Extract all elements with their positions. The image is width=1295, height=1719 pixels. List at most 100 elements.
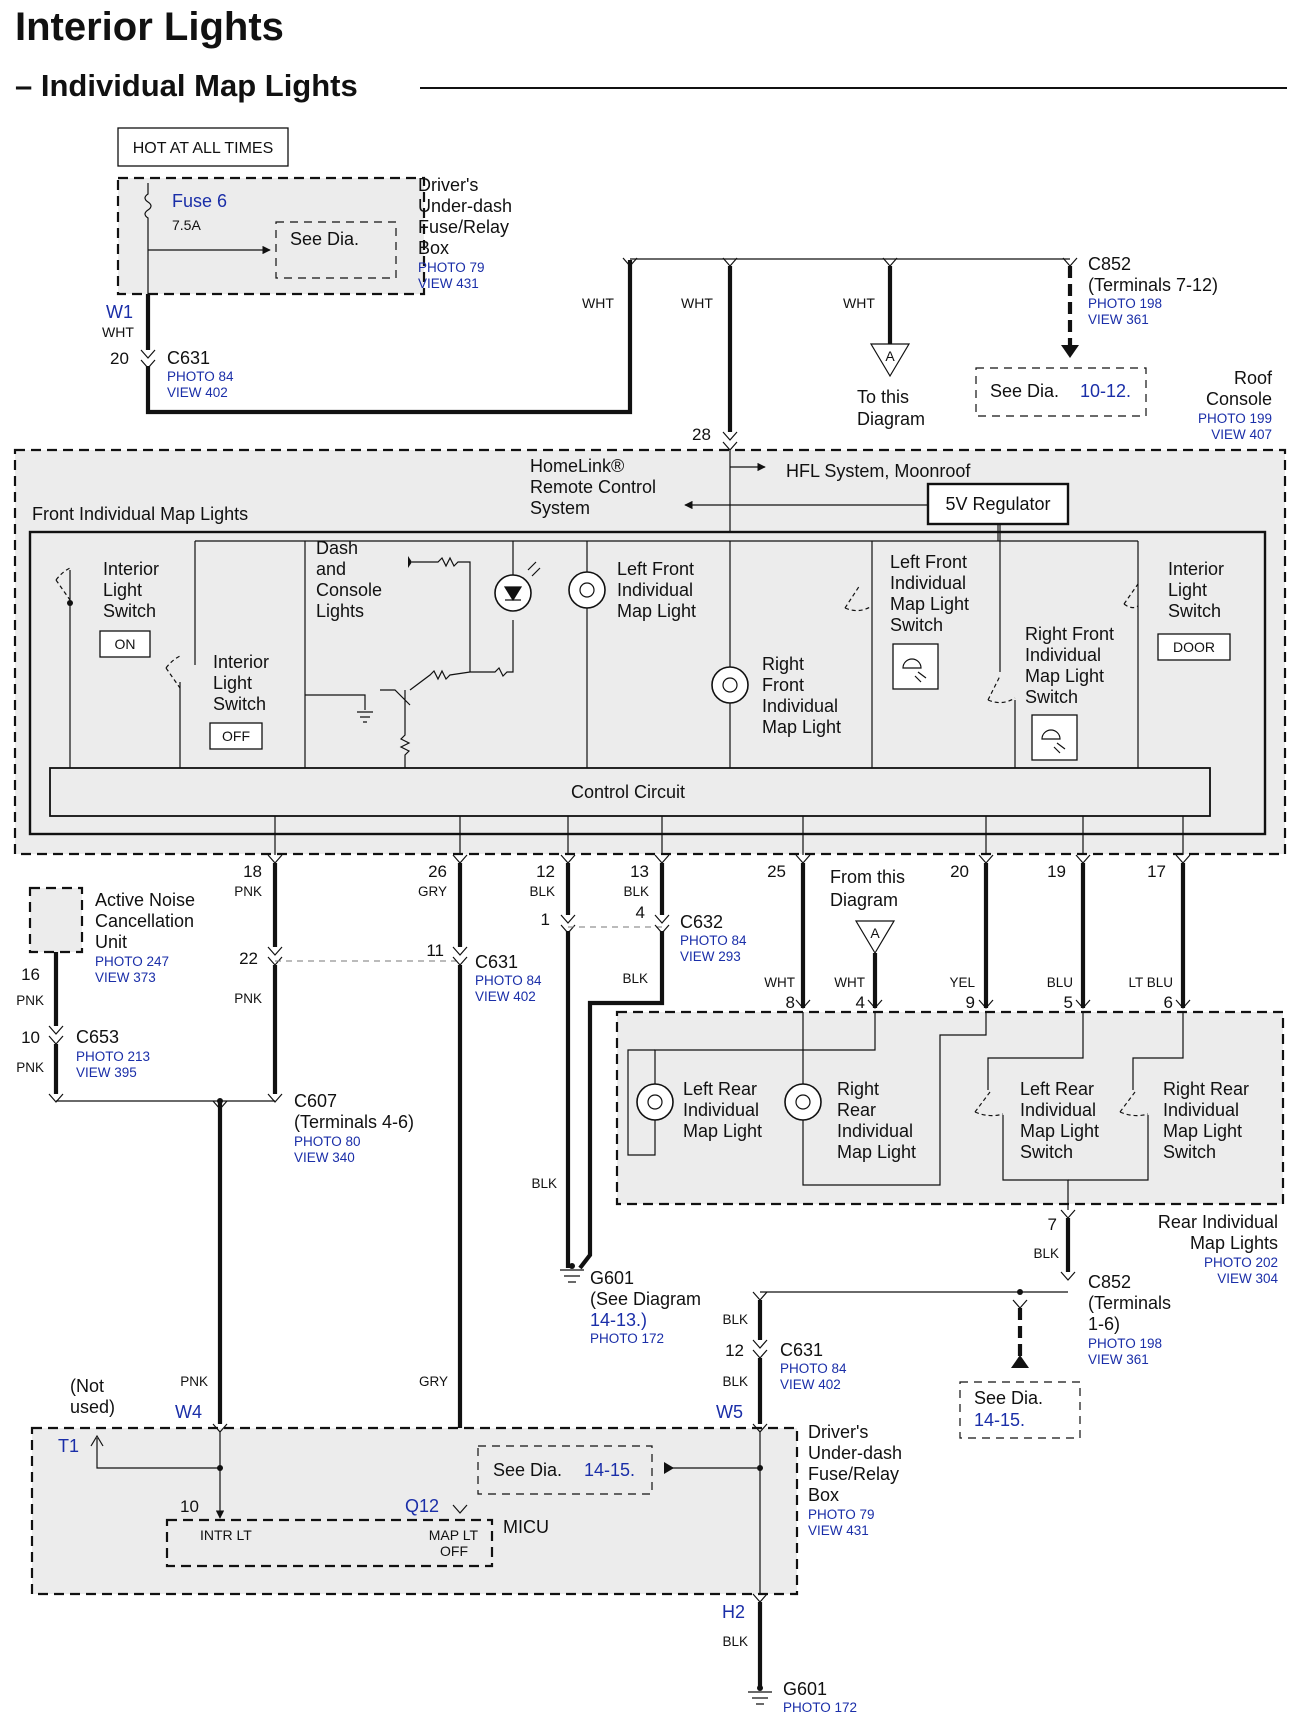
c631-top-connector xyxy=(140,349,156,369)
rf-switch-lamp-icon xyxy=(1031,714,1078,761)
c631-bot-connector xyxy=(752,1339,768,1359)
anc-3: Unit xyxy=(95,932,127,952)
dash-1: Dash xyxy=(316,538,358,558)
rf-light-filament xyxy=(722,677,738,693)
fuse-6-symbol xyxy=(144,183,152,294)
int-on-2: Light xyxy=(103,580,142,600)
lf-switch-lamp-icon xyxy=(892,643,939,690)
int-off-2: Light xyxy=(213,673,252,693)
pin-17: 17 xyxy=(1147,862,1166,881)
g601-mid-line-1: (See Diagram xyxy=(590,1289,701,1309)
pin-19: 19 xyxy=(1047,862,1066,881)
c607-bus-node xyxy=(217,1098,223,1104)
g601-mid-ground-node xyxy=(569,1263,575,1269)
dash-3: Console xyxy=(316,580,382,600)
c631-bot-pin: 12 xyxy=(725,1341,744,1360)
c852-bot-view: VIEW 361 xyxy=(1088,1352,1149,1367)
c852-top-photo: PHOTO 198 xyxy=(1088,296,1162,311)
pin-25: 25 xyxy=(767,862,786,881)
rr-light-4: Map Light xyxy=(837,1142,916,1162)
dash-ground-line xyxy=(305,694,366,710)
int-off-3: Switch xyxy=(213,694,266,714)
rear-pin-5: 5 xyxy=(1064,993,1073,1012)
top-wht-label-1: WHT xyxy=(582,295,614,311)
c653-view: VIEW 395 xyxy=(76,1065,137,1080)
micu-intr-lt: INTR LT xyxy=(200,1527,252,1543)
anc-bottom-chevron xyxy=(48,1093,64,1103)
lf-light-1: Left Front xyxy=(617,559,694,579)
c631-top-photo: PHOTO 84 xyxy=(167,369,234,384)
rf-switch-lamp-glyph xyxy=(1041,729,1066,754)
rf-switch-3: Map Light xyxy=(1025,666,1104,686)
see-dia-10-12-fuse-box xyxy=(275,221,397,279)
control-circuit-box xyxy=(49,767,1211,817)
rr-light-2: Rear xyxy=(837,1100,876,1120)
see-1415-ref: 14-15. xyxy=(974,1410,1025,1430)
c632-blk: BLK xyxy=(622,971,648,986)
anc-pin-10-color: PNK xyxy=(16,1060,44,1075)
fuse-box-outline xyxy=(116,176,426,296)
micu-map-lt-2: OFF xyxy=(440,1543,468,1559)
int-on-state: ON xyxy=(115,636,136,652)
blk-bus-node xyxy=(1017,1289,1023,1295)
w5-node xyxy=(757,1465,763,1471)
rear-box-photo: PHOTO 202 xyxy=(1204,1255,1278,1270)
c653-connector xyxy=(48,1025,64,1045)
anc-1: Active Noise xyxy=(95,890,195,910)
micu-box xyxy=(165,1518,494,1568)
rf-light-bulb-icon xyxy=(711,666,749,704)
c631-mid-connector-11 xyxy=(452,946,468,966)
rear-pin-9: 9 xyxy=(966,993,975,1012)
dash-pwm-arrow xyxy=(408,556,412,568)
c632-view: VIEW 293 xyxy=(680,949,741,964)
rr-switch-1: Right Rear xyxy=(1163,1079,1249,1099)
c653-name: C653 xyxy=(76,1027,119,1047)
lr-light-3: Map Light xyxy=(683,1121,762,1141)
anc-pin-10: 10 xyxy=(21,1028,40,1047)
int-door-2: Light xyxy=(1168,580,1207,600)
c852-top-terminals: (Terminals 7-12) xyxy=(1088,275,1218,295)
pin-13: 13 xyxy=(630,862,649,881)
micu-pin-10: 10 xyxy=(180,1497,199,1516)
g601-bot-ground-icon xyxy=(748,1691,772,1705)
rear-pin-8: 8 xyxy=(786,993,795,1012)
c631-bot-blk-1: BLK xyxy=(722,1312,748,1327)
lf-light-filament xyxy=(579,582,595,598)
c631-bot-view: VIEW 402 xyxy=(780,1377,841,1392)
anc-pin-16: 16 xyxy=(21,965,40,984)
fuse-box2-2: Under-dash xyxy=(808,1443,902,1463)
rear-pin-7-chevron xyxy=(1060,1209,1076,1219)
fuse-box2-view: VIEW 431 xyxy=(808,1523,869,1538)
h2-tag: H2 xyxy=(722,1602,745,1622)
fuse-rating: 7.5A xyxy=(172,217,201,233)
rear-map-lights-box xyxy=(615,1010,1285,1206)
rr-switch-3: Map Light xyxy=(1163,1121,1242,1141)
c607-photo: PHOTO 80 xyxy=(294,1134,361,1149)
int-on-1: Interior xyxy=(103,559,159,579)
rf-switch-icon xyxy=(987,675,1016,704)
int-on-3: Switch xyxy=(103,601,156,621)
micu-q12: Q12 xyxy=(405,1496,439,1516)
not-used-1: (Not xyxy=(70,1376,104,1396)
from-diagram-a-triangle xyxy=(854,920,896,955)
fuse-box2-1: Driver's xyxy=(808,1422,868,1442)
gry-2-color: GRY xyxy=(419,1374,448,1389)
rear-pin-7: 7 xyxy=(1048,1215,1057,1234)
int-door-state-box xyxy=(1157,633,1231,661)
c852-bot-connector xyxy=(1060,1271,1076,1281)
g601-mid-name: G601 xyxy=(590,1268,634,1288)
fuse-box-name-4: Box xyxy=(418,238,449,258)
fuse-box2-photo: PHOTO 79 xyxy=(808,1507,875,1522)
rear-pin-4-color: WHT xyxy=(834,975,865,990)
c852-top-arrow xyxy=(1061,345,1079,358)
int-off-switch-icon xyxy=(165,655,181,689)
c852-bot-photo: PHOTO 198 xyxy=(1088,1336,1162,1351)
lr-switch-icon xyxy=(974,1091,1004,1117)
g601-mid-photo: PHOTO 172 xyxy=(590,1331,664,1346)
fuse-box-name-1: Driver's xyxy=(418,175,478,195)
t1-arrow-icon xyxy=(90,1434,104,1447)
int-off-state-box xyxy=(209,722,263,750)
rr-light-1: Right xyxy=(837,1079,879,1099)
c632-connector-4 xyxy=(654,914,670,934)
lower-fuse-box-outline xyxy=(30,1426,799,1596)
